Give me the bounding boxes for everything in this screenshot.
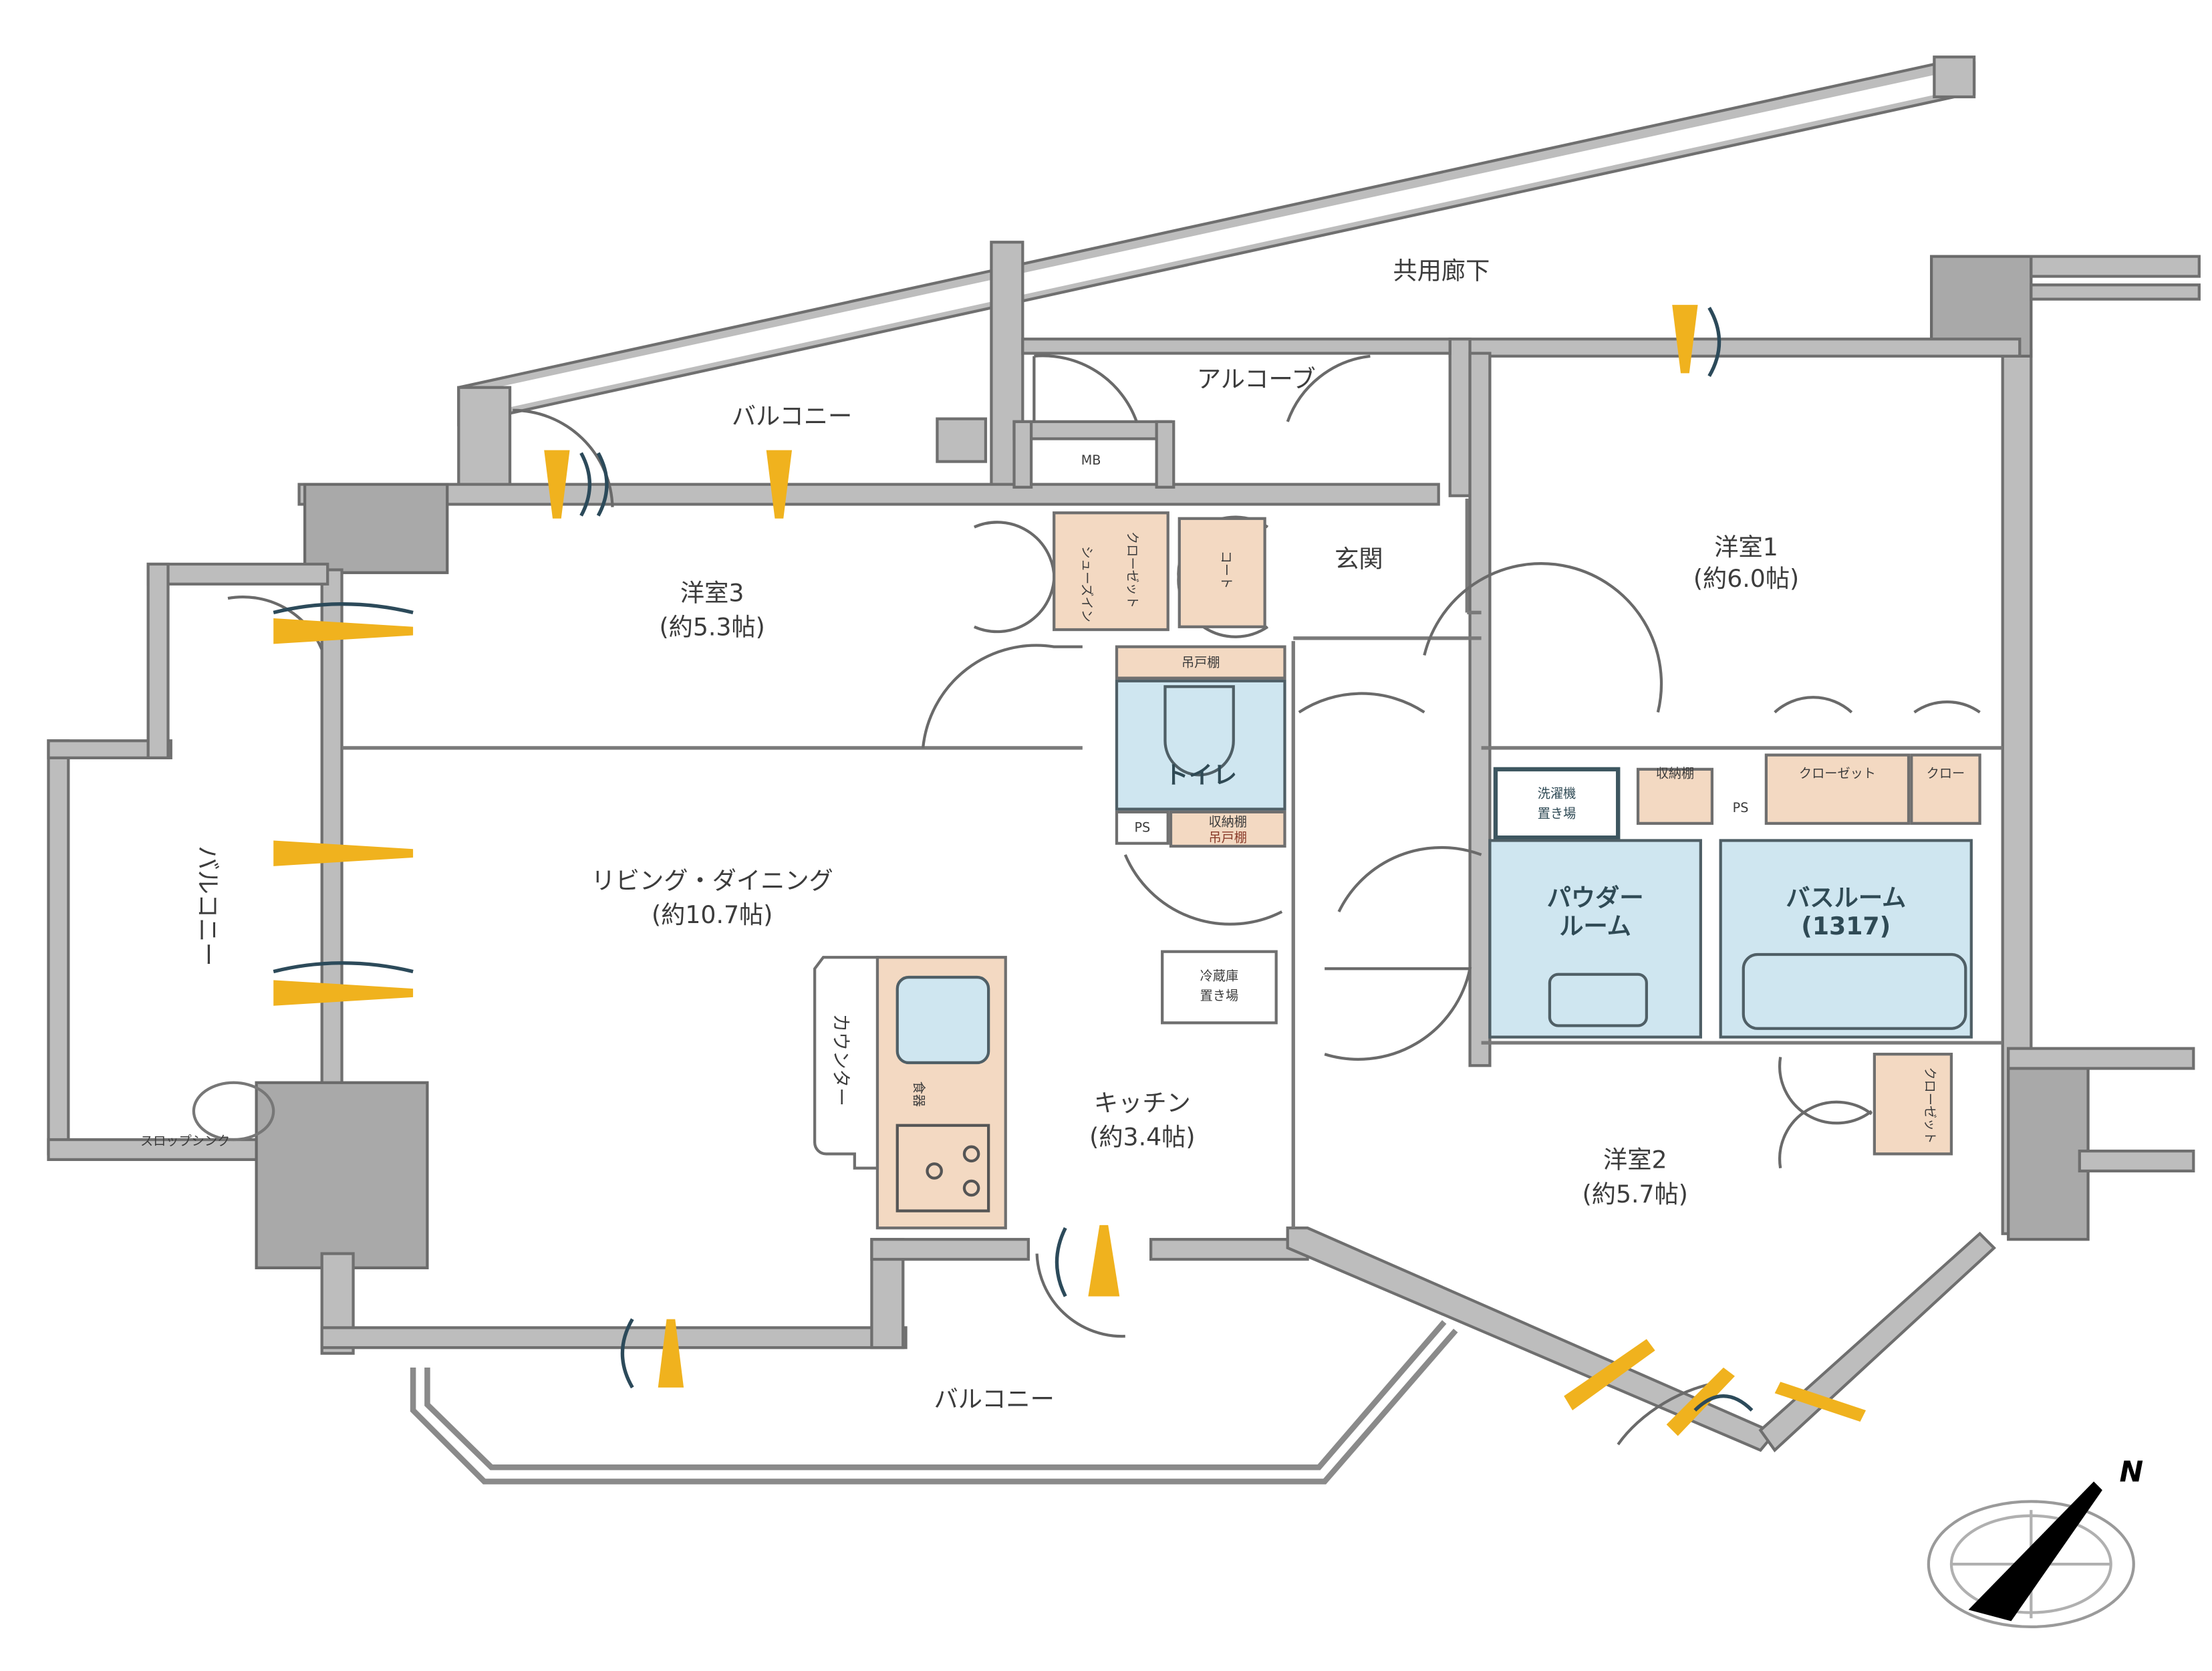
compass-needle-icon <box>1968 1481 2102 1622</box>
sunlight-icon <box>1564 1339 1655 1410</box>
wind-icon <box>1055 1227 1067 1297</box>
outer-walls <box>47 241 2201 1485</box>
storage-entrance <box>1178 517 1266 628</box>
label-fridge-1: 冷蔵庫 <box>1200 968 1239 983</box>
storage-toilet-bottom <box>1169 810 1286 848</box>
toilet-bowl <box>1163 685 1235 777</box>
compass: N <box>1927 1456 2143 1629</box>
label-western-room-1: 洋室1 <box>1714 533 1778 561</box>
slop-sink-basin <box>192 1081 275 1142</box>
label-closet-room3: クローゼット <box>1125 531 1140 608</box>
label-living-dining: リビング・ダイニング <box>591 866 833 895</box>
label-shoe-closet: シューズイン <box>1079 546 1095 622</box>
sun-wind-markers <box>273 305 1867 1436</box>
label-western-room-2: 洋室2 <box>1603 1146 1667 1174</box>
label-coat: コート <box>1219 551 1234 590</box>
wind-icon <box>620 1318 634 1389</box>
label-western-room-1-size: (約6.0帖) <box>1693 564 1799 593</box>
sunlight-icon <box>273 980 414 1006</box>
label-storage-toilet-bottom: 収納棚 <box>1208 814 1247 829</box>
label-storage-toilet-bottom2: 吊戸棚 <box>1208 830 1247 846</box>
closet-room2 <box>1873 1053 1953 1156</box>
label-kitchen: キッチン <box>1094 1088 1191 1117</box>
wind-icon <box>273 602 414 615</box>
label-powder-room-1: パウダー <box>1547 883 1644 912</box>
closet-room1-b <box>1910 753 1981 825</box>
sunlight-icon <box>1666 1368 1735 1436</box>
label-entrance: 玄関 <box>1335 544 1383 573</box>
counter-box <box>813 956 879 1170</box>
compass-ring-outer <box>1927 1500 2135 1629</box>
wind-icon <box>273 961 414 974</box>
storage-toilet-top <box>1115 645 1286 680</box>
label-fridge-2: 置き場 <box>1200 988 1239 1003</box>
wet-areas <box>192 679 1973 1212</box>
label-closet-room1: クローゼット <box>1799 766 1876 781</box>
label-living-dining-size: (約10.7帖) <box>652 900 773 929</box>
room-labels: 共用廊下 アルコーブ バルコニー MB 玄関 洋室1 (約6.0帖) 洋室3 (… <box>140 257 1965 1414</box>
label-closet-room2: クローゼット <box>1923 1067 1938 1144</box>
label-closet-room1-b: クロー <box>1927 766 1965 781</box>
sunlight-icon <box>1774 1382 1867 1422</box>
label-bathroom: バスルーム <box>1786 883 1906 912</box>
label-balcony-west: バルコニー <box>193 846 222 966</box>
label-common-corridor: 共用廊下 <box>1393 257 1490 285</box>
label-balcony-south: バルコニー <box>934 1385 1054 1414</box>
label-storage-bath: 収納棚 <box>1656 766 1695 781</box>
label-western-room-3: 洋室3 <box>680 578 744 607</box>
label-western-room-3-size: (約5.3帖) <box>660 613 765 642</box>
wind-icon <box>1707 307 1721 378</box>
label-counter: カウンター <box>830 1013 852 1106</box>
wind-icon <box>579 452 609 517</box>
interior-walls <box>341 498 2003 1229</box>
ps-box <box>1115 810 1169 845</box>
label-kitchen-size: (約3.4帖) <box>1089 1123 1195 1152</box>
closet-room1 <box>1764 753 1911 825</box>
label-washer-2: 置き場 <box>1538 805 1576 821</box>
label-bathroom-size: (1317) <box>1801 912 1891 940</box>
bathtub <box>1742 952 1967 1030</box>
label-dish: 食器 <box>911 1081 926 1107</box>
fridge-space-box <box>1161 950 1278 1025</box>
storage-bath <box>1636 767 1714 825</box>
label-ps-2: PS <box>1733 800 1749 815</box>
wind-icon <box>1693 1394 1754 1412</box>
washer-space-box <box>1493 767 1621 840</box>
kitchen-sink <box>895 975 990 1065</box>
sunlight-icon <box>544 450 570 519</box>
sunlight-icon <box>658 1319 684 1388</box>
compass-north-label: N <box>2119 1456 2143 1489</box>
stove <box>895 1124 990 1212</box>
doors <box>227 354 1981 1446</box>
sink <box>1548 973 1648 1027</box>
label-storage-toilet-top: 吊戸棚 <box>1182 654 1220 670</box>
label-washer-1: 洗濯機 <box>1538 786 1576 801</box>
label-slop-sink: スロップシンク <box>140 1134 230 1149</box>
label-toilet: トイレ <box>1164 761 1237 789</box>
label-meter-box: MB <box>1081 453 1101 468</box>
label-alcove: アルコーブ <box>1197 365 1316 394</box>
sunlight-icon <box>1088 1225 1120 1297</box>
sunlight-icon <box>1672 305 1698 374</box>
label-powder-room-2: ルーム <box>1559 912 1631 940</box>
label-western-room-2-size: (約5.7帖) <box>1582 1180 1688 1208</box>
shoe-closet <box>1053 511 1169 632</box>
sunlight-icon <box>273 840 414 866</box>
label-ps: PS <box>1134 820 1150 836</box>
label-balcony-north: バルコニー <box>732 402 852 430</box>
